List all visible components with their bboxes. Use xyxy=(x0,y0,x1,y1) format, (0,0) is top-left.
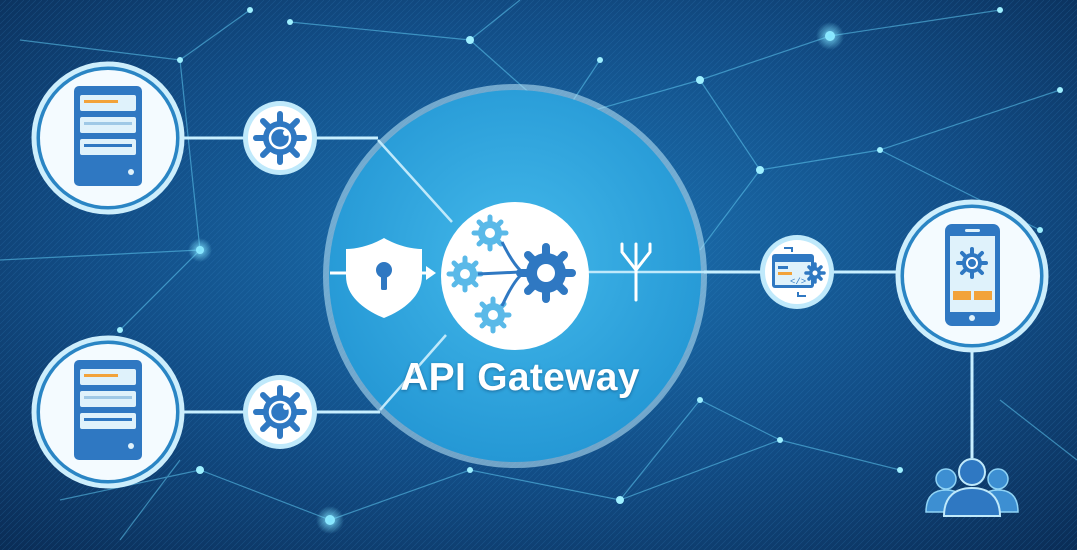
service-gear-bottom xyxy=(243,375,317,449)
users-icon xyxy=(925,458,1019,517)
mobile-node xyxy=(895,199,1049,353)
gateway-title: API Gateway xyxy=(400,356,640,399)
code-window-icon: </> xyxy=(772,247,826,297)
glow-dot xyxy=(816,22,844,50)
smartphone-icon xyxy=(945,224,1000,326)
server-node-top xyxy=(31,61,185,215)
server-icon xyxy=(74,360,142,460)
svg-text:</>: </> xyxy=(790,277,806,287)
server-node-bottom xyxy=(31,335,185,489)
shield-key-icon xyxy=(330,238,436,318)
connector-lines xyxy=(180,136,974,458)
glow-dot xyxy=(188,238,212,262)
service-gear-top xyxy=(243,101,317,175)
fork-icon xyxy=(620,242,652,302)
code-config-node: </> xyxy=(760,235,834,309)
server-icon xyxy=(74,86,142,186)
glow-dot xyxy=(316,506,344,534)
gears-icon xyxy=(441,202,589,350)
